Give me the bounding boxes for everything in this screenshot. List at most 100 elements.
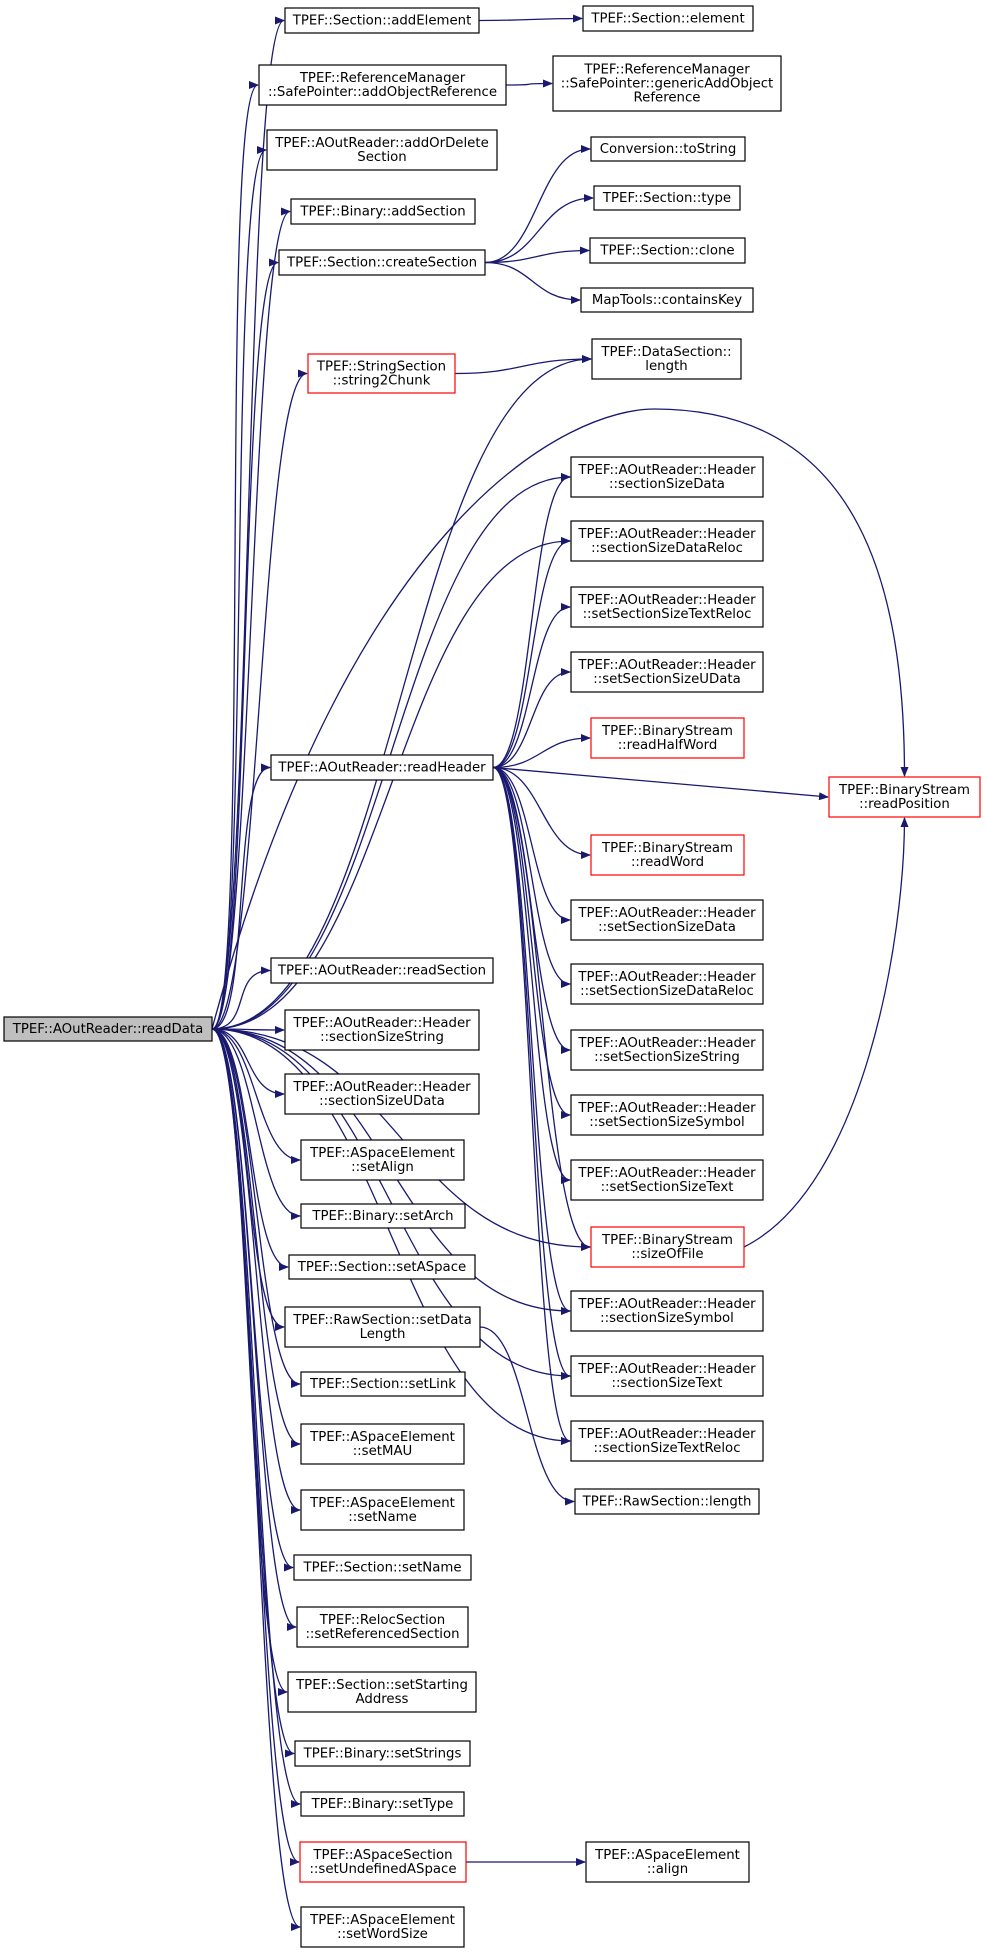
node-label: ::sectionSizeDataReloc (591, 541, 743, 556)
node-sz-data[interactable]: TPEF::AOutReader::Header::sectionSizeDat… (570, 456, 764, 498)
node-label: ::setSectionSizeData (598, 920, 736, 935)
node-data-length[interactable]: TPEF::DataSection::length (591, 338, 742, 380)
node-create-section[interactable]: TPEF::Section::createSection (278, 249, 486, 276)
node-set-type[interactable]: TPEF::Binary::setType (300, 1791, 465, 1817)
node-label: TPEF::RelocSection (319, 1613, 445, 1628)
node-set-sz-data-reloc[interactable]: TPEF::AOutReader::Header::setSectionSize… (570, 963, 764, 1005)
node-sec-type[interactable]: TPEF::Section::type (593, 185, 741, 211)
node-box (266, 129, 498, 171)
node-label: TPEF::Section::type (602, 191, 731, 206)
node-read-section[interactable]: TPEF::AOutReader::readSection (270, 957, 494, 984)
node-set-sz-symbol[interactable]: TPEF::AOutReader::Header::setSectionSize… (570, 1094, 764, 1136)
node-label: TPEF::BinaryStream (601, 1233, 733, 1248)
node-generic-add[interactable]: TPEF::ReferenceManager::SafePointer::gen… (552, 55, 782, 112)
node-set-undef-as[interactable]: TPEF::ASpaceSection::setUndefinedASpace (299, 1841, 467, 1883)
node-sz-text[interactable]: TPEF::AOutReader::Header::sectionSizeTex… (570, 1355, 764, 1397)
node-sz-string[interactable]: TPEF::AOutReader::Header::sectionSizeStr… (284, 1009, 480, 1051)
node-read-word[interactable]: TPEF::BinaryStream::readWord (590, 834, 745, 876)
node-set-sz-text-reloc[interactable]: TPEF::AOutReader::Header::setSectionSize… (570, 586, 764, 628)
edge-read-data-to-set-word-size (211, 1028, 301, 1931)
edge-read-header-to-sz-data-reloc (492, 537, 571, 769)
node-add-element[interactable]: TPEF::Section::addElement (284, 7, 480, 34)
node-align[interactable]: TPEF::ASpaceElement::align (585, 1841, 750, 1883)
node-set-ref-section[interactable]: TPEF::RelocSection::setReferencedSection (296, 1606, 469, 1648)
node-read-half-word[interactable]: TPEF::BinaryStream::readHalfWord (590, 717, 745, 759)
node-label: ::setSectionSizeDataReloc (580, 984, 754, 999)
node-contains-key[interactable]: MapTools::containsKey (580, 287, 754, 313)
node-set-arch[interactable]: TPEF::Binary::setArch (300, 1203, 466, 1229)
edge-read-data-to-add-section (211, 207, 291, 1030)
node-label: TPEF::StringSection (316, 360, 446, 375)
node-label: ::align (647, 1862, 688, 1877)
edge-read-data-to-string2chunk (211, 369, 308, 1030)
node-set-strings[interactable]: TPEF::Binary::setStrings (294, 1740, 471, 1767)
node-box (570, 1094, 764, 1136)
node-set-mau[interactable]: TPEF::ASpaceElement::setMAU (300, 1423, 465, 1465)
edge-read-data-to-set-link (211, 1028, 301, 1388)
node-to-string[interactable]: Conversion::toString (590, 136, 746, 162)
node-sz-text-reloc[interactable]: TPEF::AOutReader::Header::sectionSizeTex… (570, 1420, 764, 1462)
node-set-align[interactable]: TPEF::ASpaceElement::setAlign (300, 1139, 465, 1181)
node-label: ::sectionSizeSymbol (600, 1311, 734, 1326)
node-read-data[interactable]: TPEF::AOutReader::readData (3, 1016, 213, 1042)
node-label: TPEF::AOutReader::Header (577, 1297, 756, 1312)
node-sz-udata[interactable]: TPEF::AOutReader::Header::sectionSizeUDa… (284, 1073, 480, 1115)
edge-read-header-to-sz-text-reloc (492, 766, 571, 1445)
node-set-name-as[interactable]: TPEF::ASpaceElement::setName (300, 1489, 465, 1531)
node-label: TPEF::AOutReader::Header (577, 463, 756, 478)
node-label: TPEF::ReferenceManager (583, 63, 750, 78)
edge-read-header-to-set-sz-data-reloc (492, 766, 571, 988)
node-label: ::sizeOfFile (631, 1247, 703, 1262)
node-label: TPEF::AOutReader::Header (577, 1166, 756, 1181)
edge-read-data-to-read-header (211, 763, 271, 1030)
node-label: TPEF::AOutReader::readHeader (277, 761, 486, 776)
node-box (293, 1554, 472, 1581)
node-raw-length[interactable]: TPEF::RawSection::length (574, 1488, 760, 1515)
node-box (570, 456, 764, 498)
node-sz-symbol[interactable]: TPEF::AOutReader::Header::sectionSizeSym… (570, 1290, 764, 1332)
node-label: TPEF::Section::setASpace (297, 1260, 466, 1275)
node-label: Section (357, 150, 406, 165)
edge-read-data-to-read-section (211, 966, 271, 1030)
node-set-sz-text[interactable]: TPEF::AOutReader::Header::setSectionSize… (570, 1159, 764, 1201)
node-label: ::setWordSize (337, 1927, 428, 1942)
node-box (570, 1159, 764, 1201)
node-set-link[interactable]: TPEF::Section::setLink (300, 1371, 466, 1397)
node-add-obj-ref[interactable]: TPEF::ReferenceManager::SafePointer::add… (258, 64, 507, 106)
edge-create-section-to-sec-clone (484, 246, 590, 264)
node-label: TPEF::AOutReader::Header (577, 1036, 756, 1051)
node-label: ::sectionSizeString (320, 1030, 444, 1045)
node-set-name-sec[interactable]: TPEF::Section::setName (293, 1554, 472, 1581)
node-set-sz-data[interactable]: TPEF::AOutReader::Header::setSectionSize… (570, 899, 764, 941)
edge-read-data-to-set-type (211, 1028, 301, 1808)
node-box (287, 1671, 477, 1713)
node-set-aspace[interactable]: TPEF::Section::setASpace (288, 1254, 476, 1280)
node-set-sz-udata[interactable]: TPEF::AOutReader::Header::setSectionSize… (570, 651, 764, 693)
node-box (570, 1355, 764, 1397)
node-sz-data-reloc[interactable]: TPEF::AOutReader::Header::sectionSizeDat… (570, 520, 764, 562)
node-string2chunk[interactable]: TPEF::StringSection::string2Chunk (307, 353, 456, 394)
node-box (270, 957, 494, 984)
node-label: TPEF::BinaryStream (601, 724, 733, 739)
node-set-word-size[interactable]: TPEF::ASpaceElement::setWordSize (300, 1906, 465, 1948)
edge-read-header-to-read-word (492, 766, 591, 859)
node-read-header[interactable]: TPEF::AOutReader::readHeader (270, 754, 494, 781)
node-label: Length (360, 1327, 406, 1342)
edge-read-data-to-sz-data (211, 473, 571, 1030)
node-read-position[interactable]: TPEF::BinaryStream::readPosition (828, 776, 981, 818)
edge-read-data-to-add-obj-ref (211, 81, 259, 1030)
node-size-of-file[interactable]: TPEF::BinaryStream::sizeOfFile (590, 1226, 745, 1268)
edges-layer (211, 14, 909, 1931)
node-element[interactable]: TPEF::Section::element (582, 5, 754, 32)
edge-read-data-to-sz-text-reloc (211, 1028, 571, 1445)
edge-string2chunk-to-data-length (454, 355, 592, 375)
node-set-sz-string[interactable]: TPEF::AOutReader::Header::setSectionSize… (570, 1029, 764, 1071)
node-add-section[interactable]: TPEF::Binary::addSection (290, 198, 476, 225)
node-box (593, 185, 741, 211)
node-box (284, 7, 480, 34)
node-sec-clone[interactable]: TPEF::Section::clone (589, 237, 746, 264)
